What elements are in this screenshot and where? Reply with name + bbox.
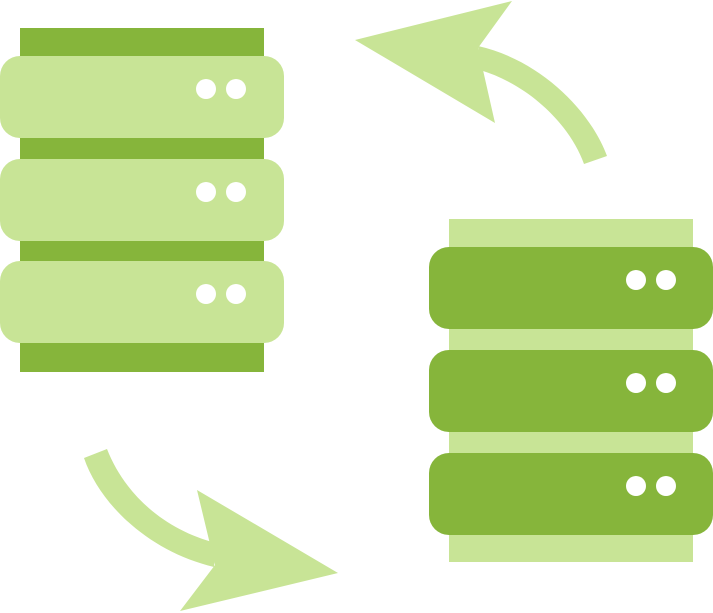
status-light-icon [656, 270, 676, 290]
arrow-top-icon [355, 1, 607, 164]
server-unit [0, 159, 284, 241]
server-unit [0, 56, 284, 138]
arrow-bottom-icon [84, 449, 338, 611]
arrow-bottom-head [180, 490, 338, 611]
server-unit [429, 247, 713, 329]
left-server-icon [0, 28, 284, 372]
status-light-icon [196, 79, 216, 99]
arrow-top-shaft [478, 46, 607, 164]
arrow-bottom-shaft [84, 449, 216, 567]
server-unit [429, 453, 713, 535]
server-unit [0, 261, 284, 343]
status-light-icon [196, 182, 216, 202]
status-light-icon [626, 373, 646, 393]
status-light-icon [226, 284, 246, 304]
status-light-icon [226, 182, 246, 202]
status-light-icon [626, 476, 646, 496]
status-light-icon [226, 79, 246, 99]
arrow-top-head [355, 1, 512, 123]
server-unit [429, 350, 713, 432]
right-server-icon [429, 219, 713, 562]
status-light-icon [626, 270, 646, 290]
status-light-icon [656, 476, 676, 496]
status-light-icon [656, 373, 676, 393]
status-light-icon [196, 284, 216, 304]
